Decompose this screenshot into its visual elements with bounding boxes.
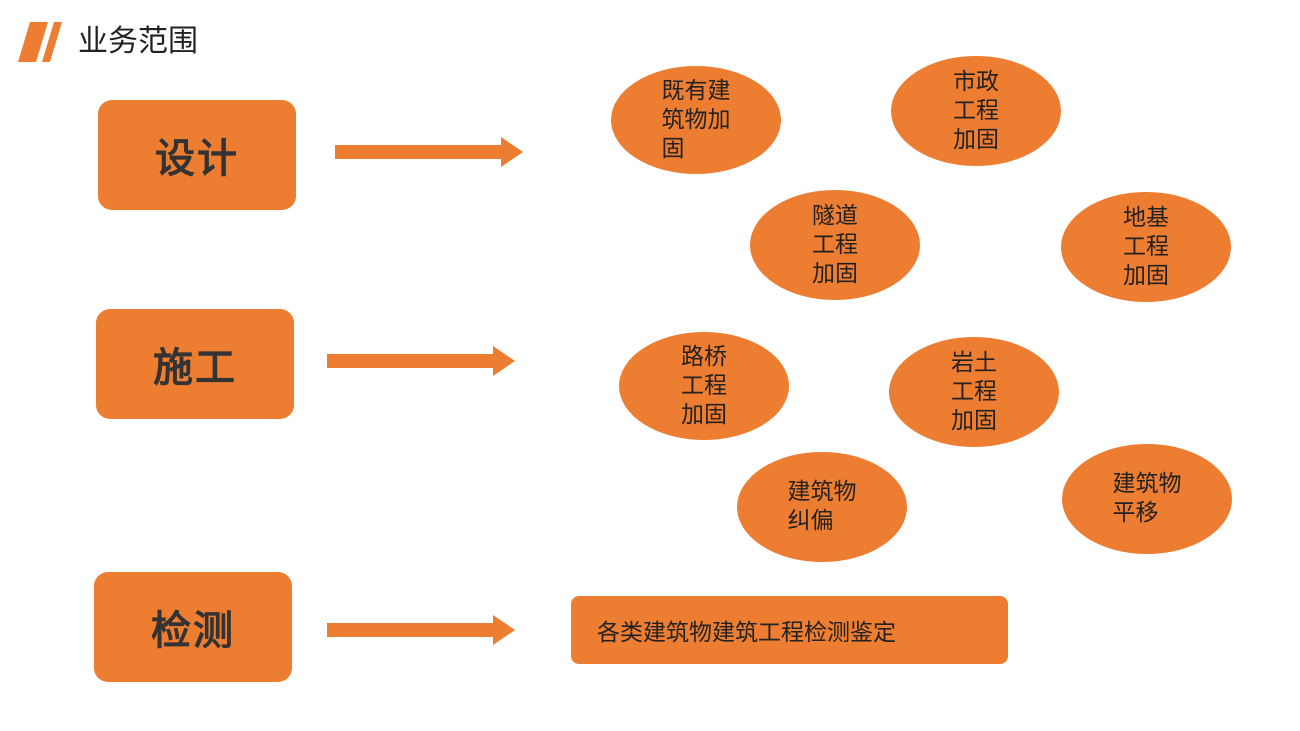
category-inspection-box: 检测 [94, 572, 292, 682]
service-ellipse: 建筑物 纠偏 [737, 452, 907, 562]
page-title: 业务范围 [78, 24, 198, 59]
service-ellipse: 既有建 筑物加 固 [611, 66, 781, 174]
service-ellipse: 市政 工程 加固 [891, 56, 1061, 166]
category-construction-box: 施工 [96, 309, 294, 419]
arrow-right-icon [335, 137, 523, 167]
service-label: 建筑物 纠偏 [787, 479, 857, 534]
service-label: 隧道 工程 加固 [812, 202, 858, 287]
service-ellipse: 路桥 工程 加固 [619, 332, 789, 440]
service-label: 市政 工程 加固 [953, 68, 999, 153]
inspection-scope-bar: 各类建筑物建筑工程检测鉴定 [571, 596, 1008, 664]
service-ellipse: 地基 工程 加固 [1061, 192, 1231, 302]
service-label: 既有建 筑物加 固 [661, 77, 731, 162]
inspection-scope-label: 各类建筑物建筑工程检测鉴定 [597, 620, 896, 646]
service-ellipse: 隧道 工程 加固 [750, 190, 920, 300]
service-ellipse: 岩土 工程 加固 [889, 337, 1059, 447]
service-ellipse: 建筑物 平移 [1062, 444, 1232, 554]
arrow-right-icon [327, 615, 515, 645]
service-label: 岩土 工程 加固 [951, 349, 997, 434]
service-label: 路桥 工程 加固 [681, 343, 727, 428]
category-design-box: 设计 [98, 100, 296, 210]
arrow-right-icon [327, 346, 515, 376]
service-label: 地基 工程 加固 [1123, 204, 1169, 289]
slanted-bars-icon [18, 22, 62, 62]
service-label: 建筑物 平移 [1112, 471, 1182, 526]
